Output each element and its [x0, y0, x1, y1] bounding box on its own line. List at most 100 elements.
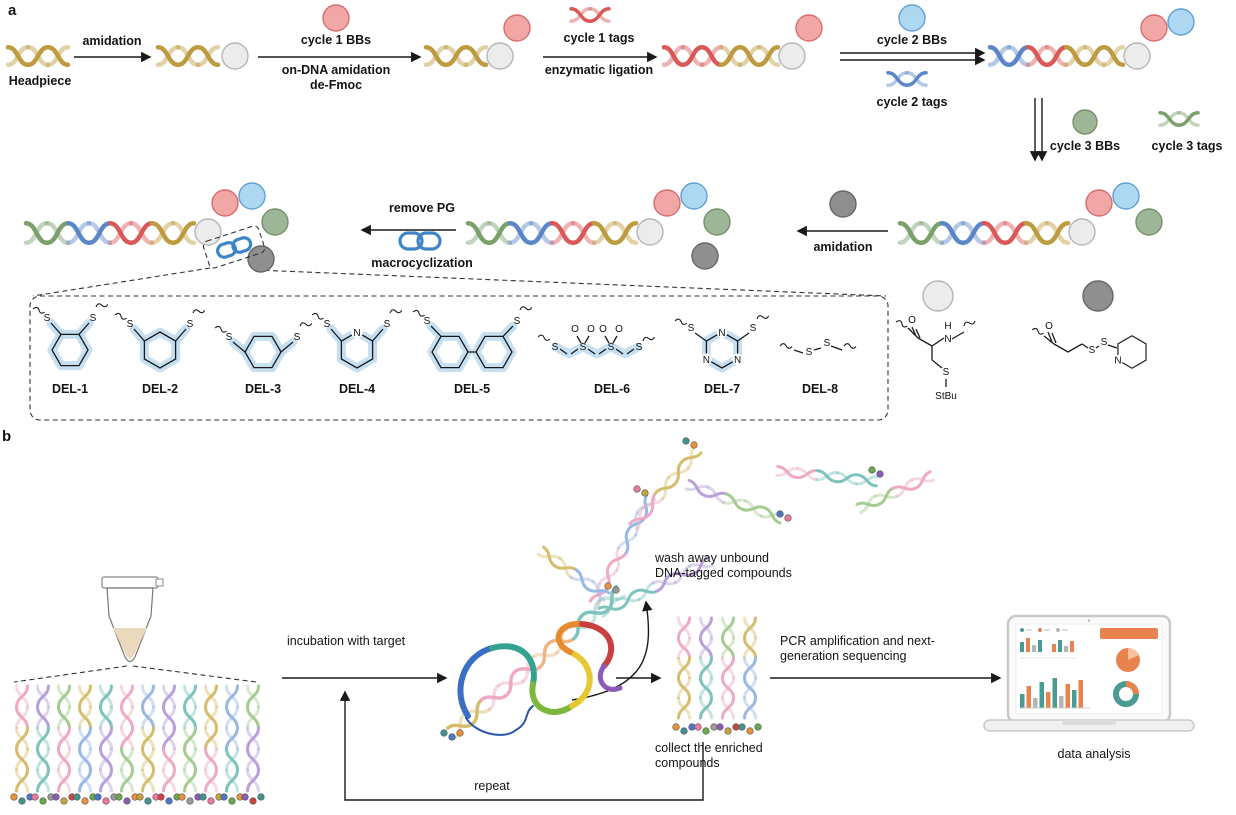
- pcr-label-line1: PCR amplification and next-: [780, 634, 935, 648]
- library-bb-dots: [52, 793, 76, 805]
- svg-text:O: O: [599, 324, 607, 335]
- unbound-strand: [597, 556, 714, 618]
- svg-text:S: S: [580, 342, 587, 353]
- strand-bb-dots: [716, 723, 740, 735]
- svg-text:O: O: [1045, 321, 1053, 332]
- library-strand: [36, 684, 50, 793]
- arrows: [74, 47, 1048, 801]
- legend-dark-circle: [1082, 280, 1114, 312]
- macrocyclization-label: macrocyclization: [371, 256, 473, 270]
- panel-a-label: a: [8, 2, 17, 19]
- legend-gray-circle: [922, 280, 954, 312]
- library-strand: [78, 684, 92, 793]
- building-block-circles: [194, 4, 1195, 312]
- library-strand: [183, 684, 197, 793]
- library-strand: [15, 684, 29, 793]
- dna-helix: [897, 221, 1071, 245]
- library-bb-dots: [115, 793, 139, 805]
- unbound-strand: [855, 470, 936, 515]
- repeat-label: repeat: [474, 779, 510, 793]
- cycle1-bb-circle: [322, 4, 350, 32]
- enzymatic-ligation-label: enzymatic ligation: [544, 63, 654, 77]
- library-bb-dots: [136, 793, 160, 805]
- svg-text:N: N: [734, 355, 741, 366]
- svg-text:S: S: [187, 319, 194, 330]
- svg-text:N: N: [718, 328, 725, 339]
- dashed-lines: [13, 267, 889, 683]
- cycle2-bbs-label: cycle 2 BBs: [876, 33, 948, 47]
- cycle3-bbs-label: cycle 3 BBs: [1049, 139, 1121, 153]
- cycle1-bbs-label: cycle 1 BBs: [300, 33, 372, 47]
- unbound-strand: [588, 493, 656, 607]
- svg-text:H: H: [944, 321, 951, 332]
- enriched-strand: [677, 616, 691, 720]
- cycle2-tags-label: cycle 2 tags: [876, 95, 948, 109]
- bound-dna-strand: [446, 584, 627, 740]
- amidation-bb-circle: [829, 190, 857, 218]
- svg-text:S: S: [608, 342, 615, 353]
- strand-bb-dots: [682, 437, 698, 449]
- svg-text:S: S: [824, 338, 831, 349]
- cycle2-bb-circle: [898, 4, 926, 32]
- incubation-label: incubation with target: [287, 634, 406, 648]
- svg-text:S: S: [636, 342, 643, 353]
- strand-bb-dots: [440, 729, 464, 741]
- svg-text:S: S: [424, 316, 431, 327]
- del-4-label: DEL-4: [338, 382, 376, 396]
- cycle3-tag-icon: [1158, 111, 1200, 127]
- svg-text:S: S: [750, 323, 757, 334]
- library-bb-dots: [73, 793, 97, 805]
- svg-text:S: S: [44, 313, 51, 324]
- strand-bb-dots: [738, 723, 762, 735]
- svg-text:S: S: [294, 332, 301, 343]
- unbound-strand: [628, 445, 703, 531]
- cycle3-tags-label: cycle 3 tags: [1151, 139, 1223, 153]
- de-fmoc-label: de-Fmoc: [309, 78, 363, 92]
- library-bb-dots: [10, 793, 34, 805]
- library-bb-dots: [220, 793, 244, 805]
- wash-label-line1: wash away unbound: [655, 551, 769, 565]
- del-8-structure: SS: [779, 338, 857, 358]
- del-3-label: DEL-3: [244, 382, 282, 396]
- enriched-strand: [699, 616, 713, 720]
- svg-text:N: N: [353, 328, 360, 339]
- library-bb-dots: [199, 793, 223, 805]
- cycle2-tag-icon: [886, 71, 928, 87]
- unbound-strand: [684, 478, 785, 525]
- library-bb-dots: [241, 793, 265, 805]
- on-dna-amidation-label: on-DNA amidation: [281, 63, 391, 77]
- del-8-label: DEL-8: [801, 382, 839, 396]
- library-bb-dots: [157, 793, 181, 805]
- collect-label-line2: compounds: [655, 756, 720, 770]
- gray-bb-chemistry: O N H S StBu: [895, 315, 977, 402]
- collect-label-line1: collect the enriched: [655, 741, 763, 755]
- tube-icon: [101, 576, 164, 663]
- svg-text:S: S: [688, 323, 695, 334]
- del-1-label: DEL-1: [51, 382, 89, 396]
- chain-link-icon: [398, 231, 442, 251]
- library-strand: [120, 684, 134, 793]
- svg-text:O: O: [615, 324, 623, 335]
- dna-helix: [155, 45, 221, 67]
- svg-text:N: N: [1114, 356, 1121, 367]
- dna-helix: [465, 221, 639, 245]
- svg-text:O: O: [908, 315, 916, 326]
- library-bb-dots: [94, 793, 118, 805]
- remove-pg-label: remove PG: [388, 201, 455, 215]
- svg-text:S: S: [90, 313, 97, 324]
- orange-banner: [1100, 628, 1158, 639]
- headpiece-helix: [5, 45, 71, 67]
- svg-text:S: S: [943, 367, 950, 378]
- del-5-label: DEL-5: [453, 382, 491, 396]
- amidation-label: amidation: [82, 34, 142, 48]
- library-strand: [204, 684, 218, 793]
- library-strand: [99, 684, 113, 793]
- svg-text:N: N: [944, 334, 951, 345]
- cycle3-bb-circle: [1072, 109, 1098, 135]
